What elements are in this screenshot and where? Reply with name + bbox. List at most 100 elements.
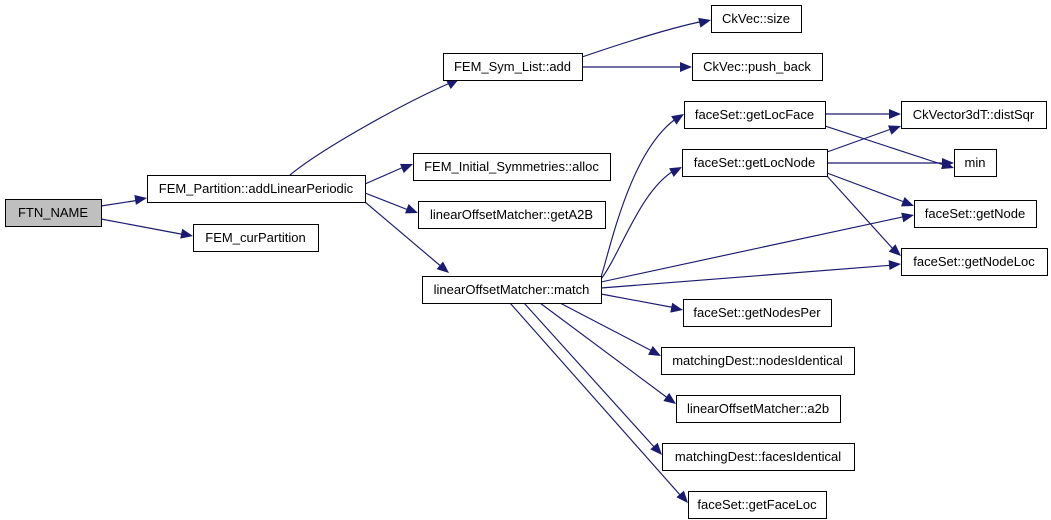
graph-node-curpartition[interactable]: FEM_curPartition — [193, 224, 319, 252]
node-label: faceSet::getLocNode — [694, 155, 815, 170]
call-edge-match-to-getlocnode — [600, 169, 676, 280]
node-label: faceSet::getFaceLoc — [697, 497, 817, 512]
graph-node-a2b[interactable]: linearOffsetMatcher::a2b — [676, 395, 841, 423]
arrowhead-icon — [446, 79, 459, 90]
call-edge-getlocnode-to-distsqr — [826, 127, 895, 153]
call-edge-match-to-nodesidentical — [559, 302, 655, 353]
graph-node-ckvecsize[interactable]: CkVec::size — [711, 5, 802, 33]
arrowhead-icon — [436, 261, 449, 273]
call-edge-match-to-getnodeloc — [600, 264, 895, 289]
arrowhead-icon — [942, 158, 954, 168]
graph-node-getlocface[interactable]: faceSet::getLocFace — [684, 101, 826, 129]
call-edge-match-to-a2b — [539, 302, 670, 400]
node-box — [914, 200, 1037, 228]
node-label: FEM_curPartition — [205, 230, 305, 245]
arrowhead-icon — [680, 62, 692, 72]
node-box — [682, 149, 828, 177]
arrowhead-icon — [663, 392, 676, 404]
arrowhead-icon — [180, 228, 193, 239]
node-box — [901, 248, 1048, 276]
call-edge-addlinperiodic-to-symlistadd — [289, 82, 451, 176]
arrowhead-icon — [400, 163, 413, 174]
graph-node-getnodeloc[interactable]: faceSet::getNodeLoc — [901, 248, 1048, 276]
node-box — [418, 201, 606, 229]
call-edge-match-to-getfaceloc — [509, 302, 682, 497]
graph-node-min[interactable]: min — [954, 149, 997, 177]
arrowhead-icon — [670, 302, 683, 313]
arrowhead-icon — [888, 260, 901, 271]
graph-node-getnode[interactable]: faceSet::getNode — [914, 200, 1037, 228]
call-edge-getlocface-to-min — [824, 125, 948, 167]
node-label: faceSet::getNode — [925, 206, 1025, 221]
node-box — [676, 395, 841, 423]
node-label: min — [965, 155, 986, 170]
node-box — [413, 153, 611, 181]
node-label: FEM_Initial_Symmetries::alloc — [424, 159, 599, 174]
node-box — [662, 443, 855, 471]
node-label: CkVector3dT::distSqr — [913, 107, 1035, 122]
call-edge-ftn_name-to-addlinperiodic — [100, 199, 141, 207]
node-label: linearOffsetMatcher::match — [434, 282, 590, 297]
graph-node-addlinperiodic[interactable]: FEM_Partition::addLinearPeriodic — [147, 175, 366, 203]
graph-node-facesidentical[interactable]: matchingDest::facesIdentical — [662, 443, 855, 471]
graph-node-symlistadd[interactable]: FEM_Sym_List::add — [443, 53, 583, 81]
node-label: FEM_Sym_List::add — [454, 59, 571, 74]
call-edge-symlistadd-to-ckvecsize — [581, 20, 705, 58]
graph-node-ckvecpush[interactable]: CkVec::push_back — [692, 53, 823, 81]
node-label: linearOffsetMatcher::a2b — [687, 401, 829, 416]
node-box — [683, 299, 832, 327]
graph-node-getnodesper[interactable]: faceSet::getNodesPer — [683, 299, 832, 327]
arrowhead-icon — [888, 125, 901, 135]
arrowhead-icon — [648, 345, 661, 356]
node-box — [147, 175, 366, 203]
call-edge-getlocnode-to-getnodeloc — [826, 175, 895, 251]
node-box — [692, 53, 823, 81]
call-edge-getlocnode-to-getnode — [826, 172, 908, 204]
call-edge-ftn_name-to-curpartition — [100, 218, 187, 236]
call-edge-addlinperiodic-to-initsymalloc — [364, 165, 407, 185]
edges-layer — [100, 17, 954, 503]
call-edge-addlinperiodic-to-match — [364, 201, 444, 269]
call-edge-match-to-getnodesper — [600, 293, 677, 309]
arrowhead-icon — [671, 114, 684, 125]
call-edge-match-to-getnode — [600, 215, 908, 283]
graph-node-ftn_name[interactable]: FTN_NAME — [5, 199, 102, 227]
node-box — [422, 276, 602, 304]
node-label: linearOffsetMatcher::getA2B — [430, 207, 593, 222]
arrowhead-icon — [134, 194, 147, 205]
node-box — [661, 347, 855, 375]
arrowhead-icon — [669, 167, 682, 178]
node-label: matchingDest::facesIdentical — [675, 449, 841, 464]
graph-node-nodesidentical[interactable]: matchingDest::nodesIdentical — [661, 347, 855, 375]
nodes-layer: FTN_NAME FEM_Partition::addLinearPeriodic… — [5, 5, 1048, 519]
arrowhead-icon — [901, 212, 914, 223]
node-box — [193, 224, 319, 252]
node-box — [5, 199, 102, 227]
call-edge-addlinperiodic-to-geta2b — [364, 192, 412, 212]
node-label: CkVec::push_back — [703, 59, 811, 74]
node-box — [684, 101, 826, 129]
arrowhead-icon — [676, 490, 688, 503]
graph-node-getlocnode[interactable]: faceSet::getLocNode — [682, 149, 828, 177]
node-label: CkVec::size — [722, 11, 790, 26]
graph-node-getfaceloc[interactable]: faceSet::getFaceLoc — [688, 491, 827, 519]
node-label: FTN_NAME — [18, 205, 88, 220]
graph-node-geta2b[interactable]: linearOffsetMatcher::getA2B — [418, 201, 606, 229]
arrowhead-icon — [888, 244, 901, 256]
arrowhead-icon — [901, 197, 914, 207]
node-box — [954, 149, 997, 177]
node-box — [711, 5, 802, 33]
arrowhead-icon — [650, 442, 662, 455]
arrowhead-icon — [698, 17, 711, 28]
graph-node-match[interactable]: linearOffsetMatcher::match — [422, 276, 602, 304]
graph-node-distsqr[interactable]: CkVector3dT::distSqr — [901, 101, 1047, 129]
arrowhead-icon — [889, 109, 901, 119]
call-edge-match-to-getlocface — [600, 117, 678, 278]
node-box — [901, 101, 1047, 129]
node-label: faceSet::getNodesPer — [693, 305, 821, 320]
node-box — [443, 53, 583, 81]
graph-node-initsymalloc[interactable]: FEM_Initial_Symmetries::alloc — [413, 153, 611, 181]
node-label: faceSet::getNodeLoc — [913, 254, 1035, 269]
